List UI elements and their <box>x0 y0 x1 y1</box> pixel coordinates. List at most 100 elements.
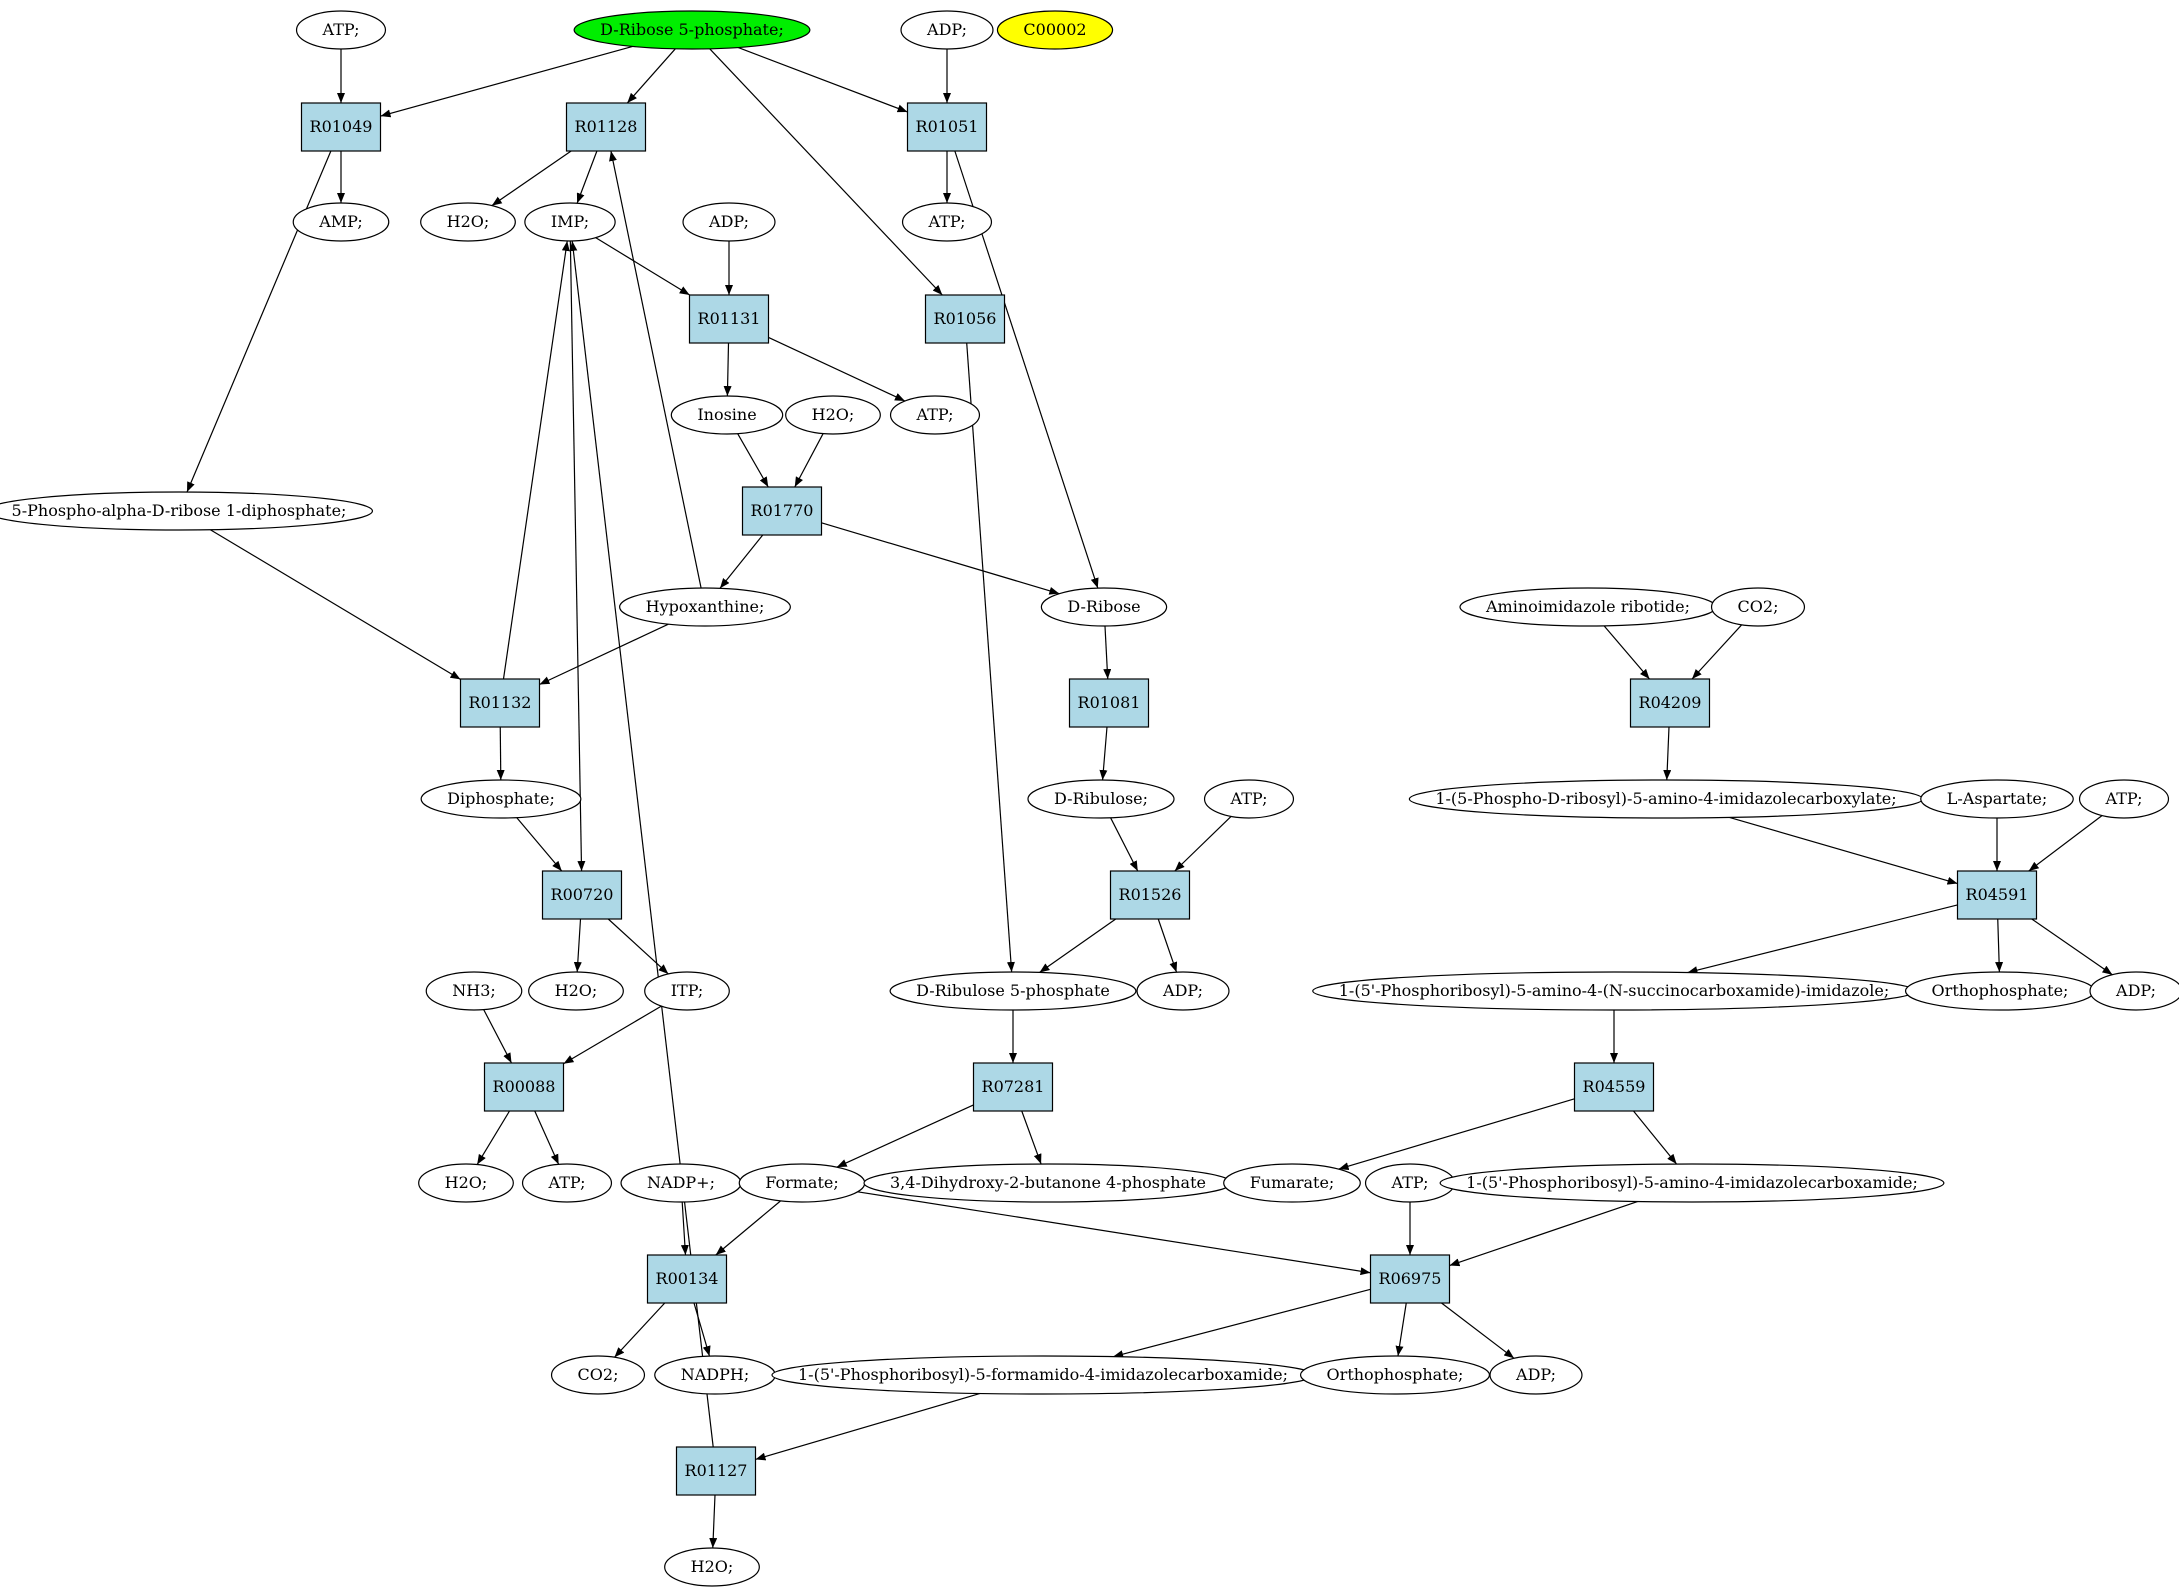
compound-node-r5p[interactable]: D-Ribose 5-phosphate; <box>573 10 811 50</box>
edge-R04591-to-saicar <box>1687 904 1958 975</box>
reaction-node-r01056[interactable]: R01056 <box>924 294 1006 344</box>
compound-node-atp5[interactable]: ATP; <box>2078 779 2170 819</box>
compound-node-dribose[interactable]: D-Ribose <box>1040 587 1168 627</box>
node-shape <box>300 102 382 152</box>
reaction-node-r00134[interactable]: R00134 <box>646 1254 728 1304</box>
compound-node-adp1[interactable]: ADP; <box>900 10 994 50</box>
edge-aicar-to-R06975 <box>1449 1200 1638 1267</box>
node-label: NADP+; <box>647 1173 715 1192</box>
reaction-node-r01128[interactable]: R01128 <box>565 102 647 152</box>
node-label: R07281 <box>982 1077 1045 1096</box>
node-shape <box>682 202 776 242</box>
edge-imp-to-R01131 <box>595 237 690 296</box>
compound-node-formate[interactable]: Formate; <box>738 1163 866 1203</box>
compound-node-amp[interactable]: AMP; <box>292 202 390 242</box>
compound-node-atp3[interactable]: ATP; <box>889 395 981 435</box>
compound-node-co2a[interactable]: CO2; <box>1710 587 1806 627</box>
compound-node-saicar[interactable]: 1-(5'-Phosphoribosyl)-5-amino-4-(N-succi… <box>1312 971 1916 1011</box>
node-shape <box>1629 678 1711 728</box>
edge-prpp-to-R01132 <box>210 529 461 680</box>
node-shape <box>619 587 791 627</box>
edge-nh3-to-R00088 <box>483 1009 513 1064</box>
reaction-node-r00088[interactable]: R00088 <box>483 1062 565 1112</box>
node-shape <box>646 1254 728 1304</box>
reaction-node-r01526[interactable]: R01526 <box>1109 870 1191 920</box>
reaction-node-r01127[interactable]: R01127 <box>675 1446 757 1496</box>
node-shape <box>664 1547 760 1587</box>
edge-R00088-to-h2o4 <box>476 1110 511 1165</box>
compound-node-hypox[interactable]: Hypoxanthine; <box>619 587 791 627</box>
compound-node-nh3[interactable]: NH3; <box>425 971 523 1011</box>
compound-node-atp2[interactable]: ATP; <box>901 202 993 242</box>
compound-node-atp1[interactable]: ATP; <box>295 10 387 50</box>
compound-node-inosine[interactable]: Inosine <box>670 395 784 435</box>
reaction-node-r01132[interactable]: R01132 <box>459 678 541 728</box>
edge-R04559-to-aicar <box>1633 1110 1678 1165</box>
compound-node-adp3[interactable]: ADP; <box>1136 971 1230 1011</box>
edge-R01132-to-imp <box>502 240 570 680</box>
compound-node-h2o3[interactable]: H2O; <box>528 971 624 1011</box>
compound-node-air[interactable]: Aminoimidazole ribotide; <box>1459 587 1717 627</box>
compound-node-atp7[interactable]: ATP; <box>1364 1163 1456 1203</box>
node-shape <box>741 486 823 536</box>
compound-node-itp[interactable]: ITP; <box>644 971 730 1011</box>
compound-node-atp4[interactable]: ATP; <box>1203 779 1295 819</box>
reaction-node-r00720[interactable]: R00720 <box>541 870 623 920</box>
node-shape <box>2089 971 2179 1011</box>
compound-node-atp6[interactable]: ATP; <box>521 1163 613 1203</box>
edge-R01526-to-adp3 <box>1157 918 1178 973</box>
compound-node-h2o2[interactable]: H2O; <box>785 395 881 435</box>
edge-R04591-to-ortho1 <box>1995 918 2004 973</box>
compound-node-adp5[interactable]: ADP; <box>1489 1355 1583 1395</box>
reaction-node-r04591[interactable]: R04591 <box>1956 870 2038 920</box>
nodes: ATP;D-Ribose 5-phosphate;ADP;C00002R0104… <box>0 10 2179 1587</box>
compound-node-prpp[interactable]: 5-Phospho-alpha-D-ribose 1-diphosphate; <box>0 491 373 531</box>
compound-node-diphos[interactable]: Diphosphate; <box>420 779 582 819</box>
node-label: ATP; <box>2105 789 2143 808</box>
reaction-node-r01051[interactable]: R01051 <box>906 102 988 152</box>
compound-node-fumarate[interactable]: Fumarate; <box>1223 1163 1361 1203</box>
compound-node-h2o5[interactable]: H2O; <box>664 1547 760 1587</box>
node-shape <box>1109 870 1191 920</box>
reaction-node-r01131[interactable]: R01131 <box>688 294 770 344</box>
compound-node-faicar[interactable]: 1-(5'-Phosphoribosyl)-5-formamido-4-imid… <box>771 1355 1315 1395</box>
compound-node-cair[interactable]: 1-(5-Phospho-D-ribosyl)-5-amino-4-imidaz… <box>1408 779 1924 819</box>
edge-R01128-to-h2o1 <box>491 150 572 207</box>
compound-node-ortho1[interactable]: Orthophosphate; <box>1904 971 2096 1011</box>
compound-node-lasp[interactable]: L-Aspartate; <box>1920 779 2074 819</box>
node-label: D-Ribulose 5-phosphate <box>916 981 1110 1000</box>
node-label: R04559 <box>1583 1077 1646 1096</box>
reaction-node-r07281[interactable]: R07281 <box>972 1062 1054 1112</box>
compound-node-dhbp[interactable]: 3,4-Dihydroxy-2-butanone 4-phosphate <box>863 1163 1233 1203</box>
compound-node-nadph[interactable]: NADPH; <box>654 1355 776 1395</box>
node-shape <box>906 102 988 152</box>
compound-node-nadp[interactable]: NADP+; <box>620 1163 742 1203</box>
compound-node-h2o1[interactable]: H2O; <box>420 202 516 242</box>
compound-node-dribulose[interactable]: D-Ribulose; <box>1027 779 1175 819</box>
reaction-node-r06975[interactable]: R06975 <box>1369 1254 1451 1304</box>
edge-air-to-R04209 <box>1603 625 1650 680</box>
edge-faicar-to-R01127 <box>755 1392 981 1461</box>
compound-node-ortho2[interactable]: Orthophosphate; <box>1299 1355 1491 1395</box>
compound-node-adp2[interactable]: ADP; <box>682 202 776 242</box>
reaction-node-r01081[interactable]: R01081 <box>1068 678 1150 728</box>
reaction-node-r01770[interactable]: R01770 <box>741 486 823 536</box>
reaction-node-r04559[interactable]: R04559 <box>1573 1062 1655 1112</box>
compound-node-ru5p[interactable]: D-Ribulose 5-phosphate <box>889 971 1137 1011</box>
node-label: 1-(5'-Phosphoribosyl)-5-formamido-4-imid… <box>798 1365 1288 1384</box>
compound-node-co2b[interactable]: CO2; <box>550 1355 646 1395</box>
compound-node-h2o4[interactable]: H2O; <box>418 1163 514 1203</box>
node-shape <box>900 10 994 50</box>
edge-atp5-to-R04591 <box>2028 815 2103 872</box>
edge-r5p-to-R01049 <box>380 45 633 118</box>
edge-R06975-to-ortho2 <box>1395 1302 1407 1357</box>
compound-node-c00002[interactable]: C00002 <box>996 10 1114 50</box>
reaction-node-r01049[interactable]: R01049 <box>300 102 382 152</box>
node-shape <box>996 10 1114 50</box>
compound-node-imp[interactable]: IMP; <box>524 202 616 242</box>
node-label: ATP; <box>548 1173 586 1192</box>
reaction-node-r04209[interactable]: R04209 <box>1629 678 1711 728</box>
compound-node-aicar[interactable]: 1-(5'-Phosphoribosyl)-5-amino-4-imidazol… <box>1439 1163 1945 1203</box>
compound-node-adp4[interactable]: ADP; <box>2089 971 2179 1011</box>
